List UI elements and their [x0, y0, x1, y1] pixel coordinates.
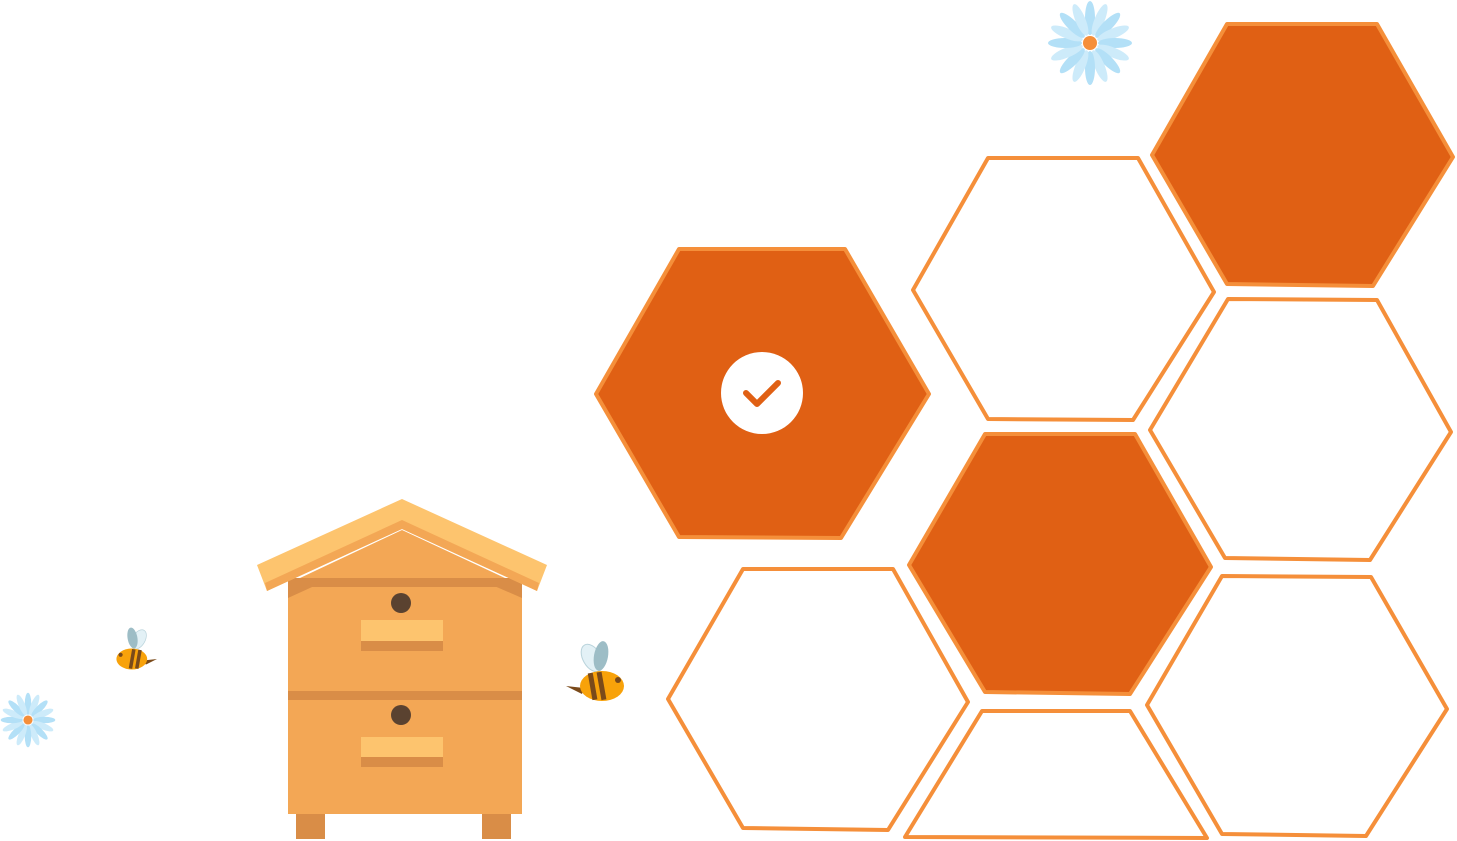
- hex-cell-filled: [907, 432, 1213, 696]
- hex-cell-empty: [911, 156, 1216, 422]
- bee-icon: [566, 641, 624, 701]
- honeycomb: [594, 22, 1455, 840]
- bee-icon: [116, 627, 157, 670]
- hex-cell-empty: [1148, 297, 1453, 562]
- hex-cell-empty: [666, 567, 970, 832]
- check-circle-icon: [721, 352, 803, 434]
- hex-cell-empty: [903, 709, 1209, 840]
- hex-cell-filled: [1150, 22, 1455, 288]
- flower-icon: [0, 692, 56, 748]
- beehive-illustration: [257, 499, 547, 839]
- hex-cell-empty: [1145, 574, 1449, 838]
- flower-icon: [1048, 1, 1132, 85]
